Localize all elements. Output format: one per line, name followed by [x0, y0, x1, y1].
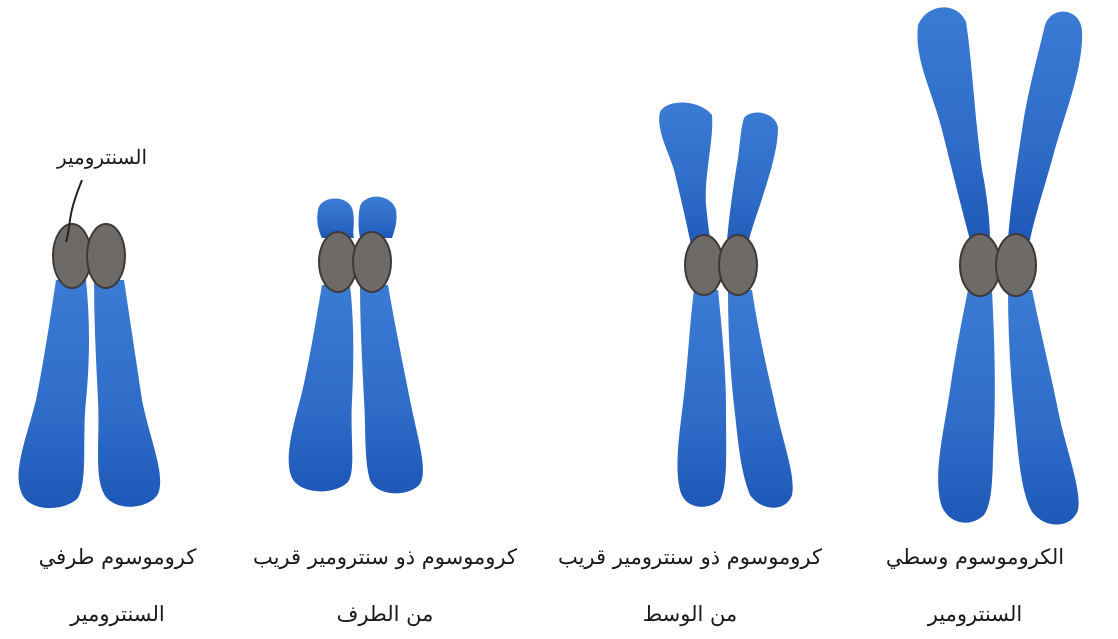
- centromere: [353, 232, 391, 292]
- centromere: [53, 224, 91, 288]
- chromatid-upper-left-arm: [917, 7, 990, 240]
- chromatid-lower-left-arm: [289, 285, 354, 491]
- caption-line-1: الكروموسوم وسطي: [886, 545, 1064, 569]
- centromere-pointer-label: السنترومير: [22, 145, 182, 169]
- chromatid-upper-right-arm: [726, 113, 778, 252]
- caption-line-2: السنترومير: [840, 604, 1110, 625]
- chromatid-lower-right-arm: [360, 285, 423, 493]
- caption-line-1: كروموسوم طرفي: [39, 545, 197, 569]
- metacentric-caption: الكروموسوم وسطي السنترومير: [840, 547, 1110, 625]
- caption-line-1: كروموسوم ذو سنترومير قريب: [558, 545, 822, 569]
- metacentric-chromosome: [917, 7, 1082, 524]
- chromatid-right-arm: [94, 280, 160, 507]
- acrocentric-chromosome: [289, 197, 423, 494]
- centromere: [87, 224, 125, 288]
- centromere: [319, 232, 357, 292]
- centromere: [996, 234, 1036, 296]
- chromatid-lower-right-arm: [728, 290, 793, 508]
- centromere: [960, 234, 1000, 296]
- chromatid-lower-left-arm: [677, 290, 726, 507]
- telocentric-chromosome: [19, 224, 161, 508]
- centromere: [685, 235, 723, 295]
- submetacentric-caption: كروموسوم ذو سنترومير قريب من الوسط: [545, 547, 835, 625]
- acrocentric-caption: كروموسوم ذو سنترومير قريب من الطرف: [240, 547, 530, 625]
- chromatid-lower-right-arm: [1008, 290, 1079, 525]
- chromatid-upper-right-arm: [1008, 12, 1082, 240]
- centromere: [719, 235, 757, 295]
- chromatid-lower-left-arm: [938, 290, 995, 523]
- submetacentric-chromosome: [659, 103, 793, 508]
- telocentric-caption: كروموسوم طرفي السنترومير: [0, 547, 235, 625]
- chromatid-upper-right-arm: [359, 197, 397, 238]
- chromatid-left-arm: [19, 280, 89, 508]
- caption-line-1: كروموسوم ذو سنترومير قريب: [253, 545, 517, 569]
- chromatid-upper-left-arm: [659, 103, 712, 250]
- caption-line-2: من الطرف: [240, 604, 530, 625]
- caption-line-2: السنترومير: [0, 604, 235, 625]
- caption-line-2: من الوسط: [545, 604, 835, 625]
